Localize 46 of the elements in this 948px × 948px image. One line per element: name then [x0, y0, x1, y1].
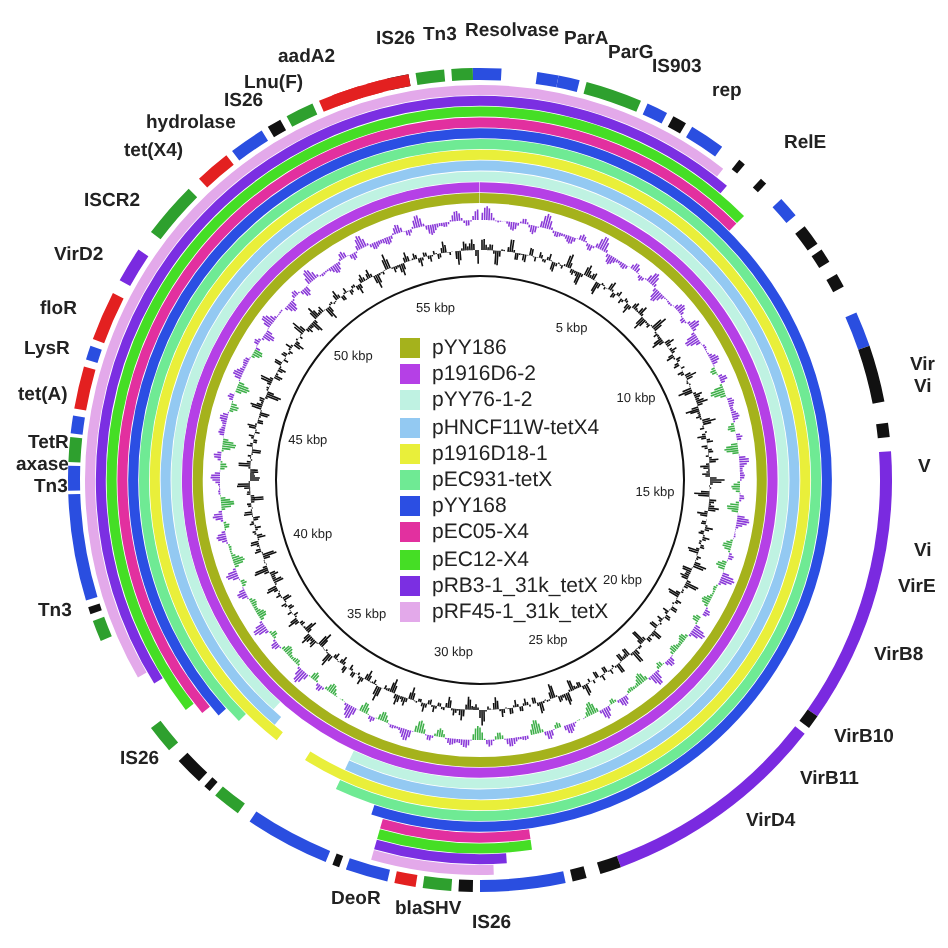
gene-label: Vi: [914, 540, 932, 564]
gene-label: ParG: [608, 42, 654, 64]
legend-text: pEC931-tetX: [432, 468, 553, 494]
legend-text: pYY76-1-2: [432, 388, 533, 415]
gene-label: VirD4: [746, 810, 796, 834]
gene-label: ISCR2: [84, 190, 140, 214]
gene-label: Vi: [914, 376, 932, 400]
legend-text: p1916D6-2: [432, 362, 536, 389]
gene-label: DeoR: [331, 888, 381, 912]
legend-text: pRF45-1_31k_tetX: [432, 600, 609, 626]
gene-label: Lnu(F): [244, 72, 304, 94]
gene-label: VirB11: [800, 768, 859, 792]
legend-text: pYY168: [432, 494, 507, 521]
gene-label: rep: [712, 80, 742, 104]
gene-label: floR: [40, 298, 77, 322]
gene-label: IS903: [652, 56, 702, 80]
legend-text: pYY186: [432, 336, 507, 362]
gene-label: RelE: [784, 132, 827, 156]
gene-label: blaSHV: [395, 898, 462, 922]
gene-label: aadA2: [278, 46, 336, 70]
gene-label: IS26: [376, 28, 416, 52]
gene-label: IS26: [224, 90, 264, 114]
legend-text: pEC12-X4: [432, 547, 529, 574]
gene-label: VirB10: [834, 726, 894, 750]
gene-label: IS26: [120, 748, 160, 772]
gene-label: ParA: [564, 28, 609, 52]
gene-label: hydrolase: [146, 112, 236, 136]
gene-label: axase: [16, 454, 69, 478]
gene-label: tet(A): [18, 384, 68, 408]
gene-label: Vir: [910, 354, 936, 378]
gene-label: VirE: [898, 576, 936, 600]
gene-label: tet(X4): [124, 140, 184, 164]
gene-label: Tn3: [423, 24, 457, 48]
gene-label: Tn3: [38, 600, 72, 624]
legend-text: pHNCF11W-tetX4: [432, 415, 600, 442]
gene-label: VirD2: [54, 244, 104, 268]
gene-label: Resolvase: [465, 20, 560, 44]
legend-text: pRB3-1_31k_tetX: [432, 573, 598, 600]
gene-label: V: [918, 456, 931, 480]
legend-text: p1916D18-1: [432, 441, 548, 468]
gene-label: LysR: [24, 338, 70, 362]
legend-text: pEC05-X4: [432, 520, 529, 547]
gene-label: TetR: [28, 432, 69, 456]
gene-label: IS26: [472, 912, 512, 936]
gene-label: VirB8: [874, 644, 924, 668]
gene-label: Tn3: [34, 476, 68, 500]
